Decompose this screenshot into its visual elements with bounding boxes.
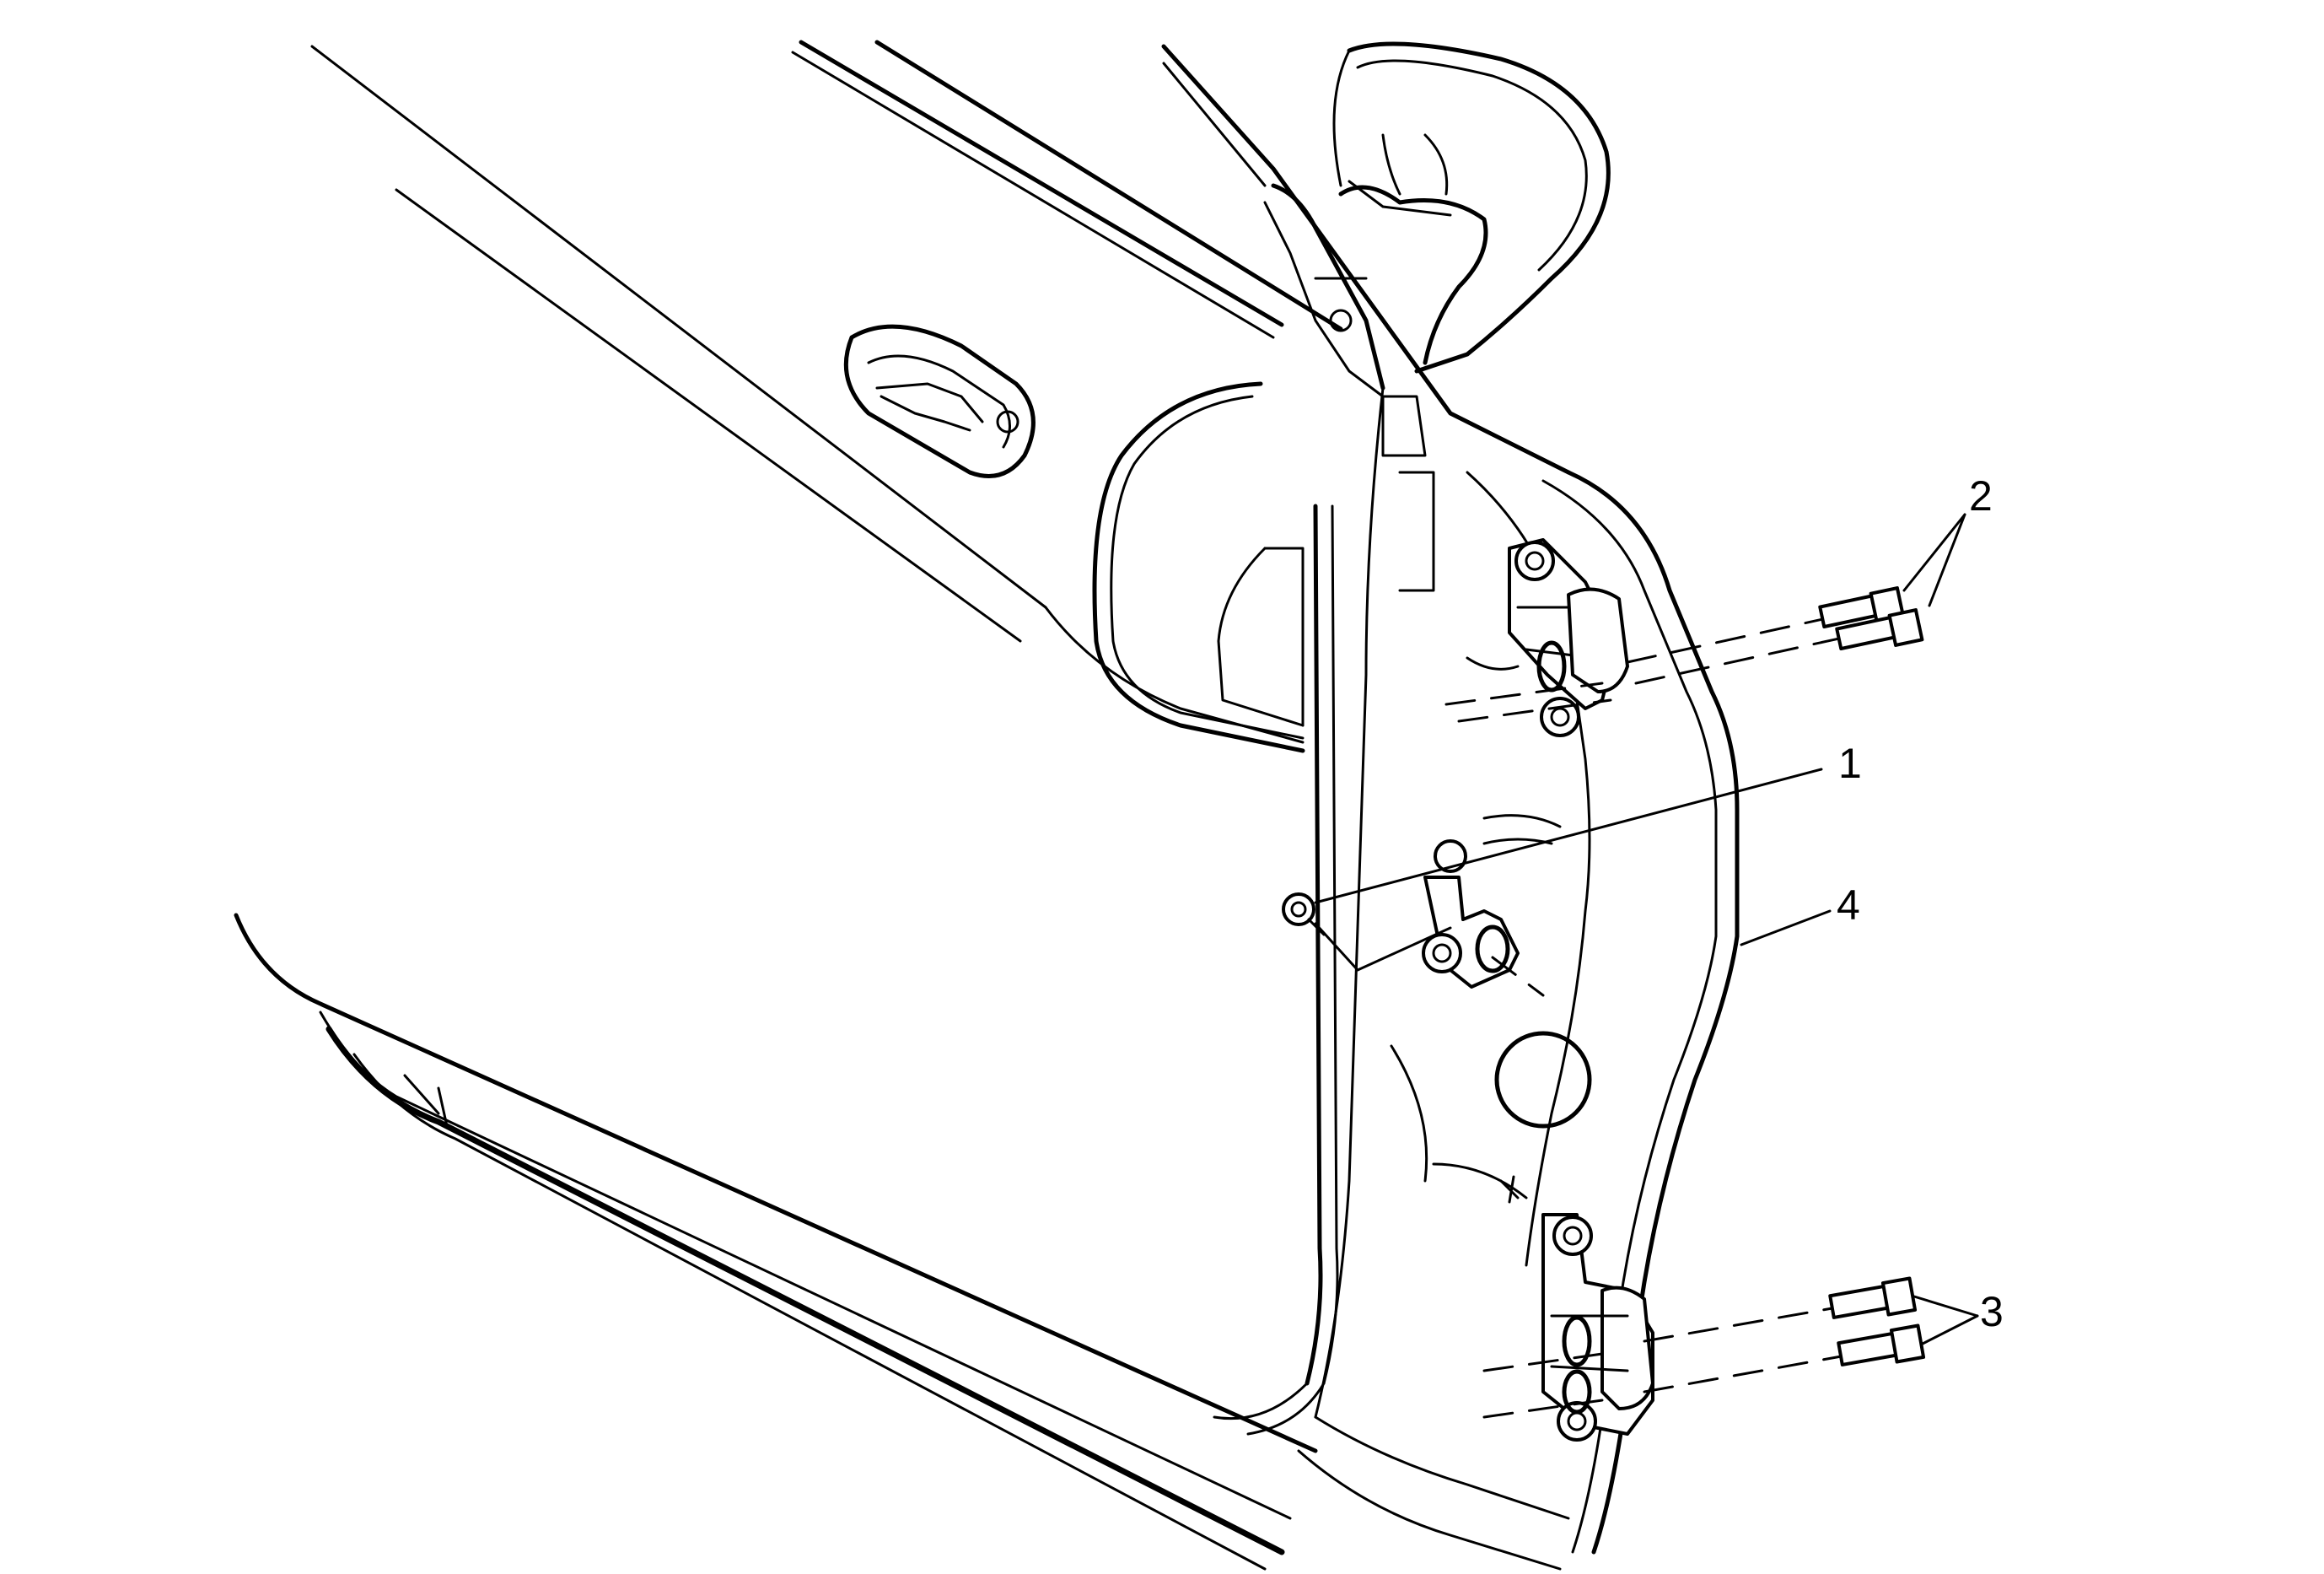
check-link-bolt bbox=[1282, 892, 1545, 997]
bolt bbox=[1837, 1323, 1926, 1366]
callout-4: 4 bbox=[1837, 881, 1860, 929]
door-panel bbox=[234, 40, 1343, 1571]
door-handle bbox=[843, 324, 1036, 478]
bolt bbox=[1818, 586, 1906, 629]
lower-hinge bbox=[1541, 1213, 1654, 1442]
upper-hinge-bolts bbox=[1444, 586, 1924, 723]
leader-lines bbox=[1314, 513, 1979, 1345]
callout-3: 3 bbox=[1980, 1288, 2004, 1335]
callout-1: 1 bbox=[1838, 740, 1862, 787]
bolt bbox=[1835, 608, 1924, 651]
door-opening-frame bbox=[1044, 381, 1339, 1436]
upper-hinge bbox=[1508, 538, 1629, 737]
callout-2: 2 bbox=[1969, 472, 1993, 520]
callout-labels: 1 2 3 4 bbox=[1837, 472, 2004, 1335]
lower-hinge-bolts bbox=[1482, 1276, 1926, 1419]
bolt bbox=[1828, 1276, 1918, 1319]
side-mirror bbox=[1161, 41, 1611, 475]
